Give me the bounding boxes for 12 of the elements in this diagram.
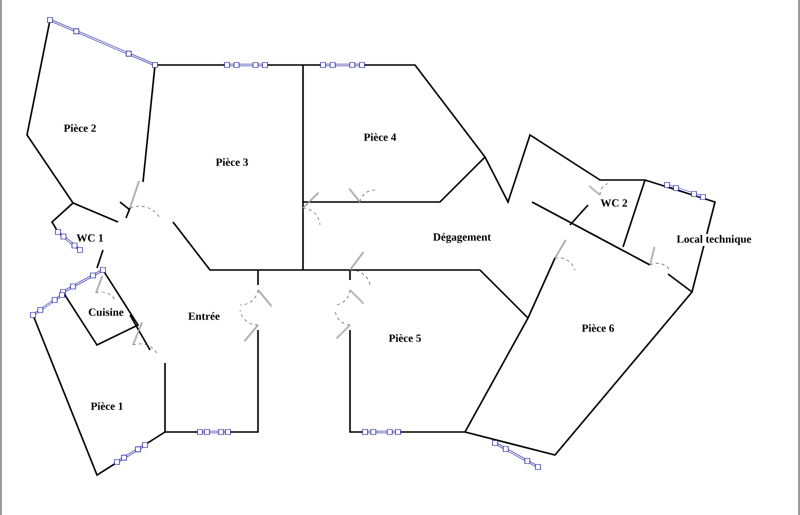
room-label: WC 1 (75, 233, 105, 243)
room-label: Pièce 3 (214, 157, 250, 167)
room-label: Entrée (187, 311, 221, 321)
room-label: Pièce 6 (580, 323, 616, 333)
room-label: Pièce 5 (388, 333, 422, 343)
room-label: Cuisine (87, 307, 125, 317)
room-label: Dégagement (432, 232, 492, 244)
room-label: Pièce 1 (90, 401, 124, 411)
room-label: Local technique (676, 234, 752, 246)
room-label: WC 2 (599, 198, 629, 208)
room-label: Pièce 2 (62, 123, 98, 133)
room-label: Pièce 4 (362, 132, 398, 142)
